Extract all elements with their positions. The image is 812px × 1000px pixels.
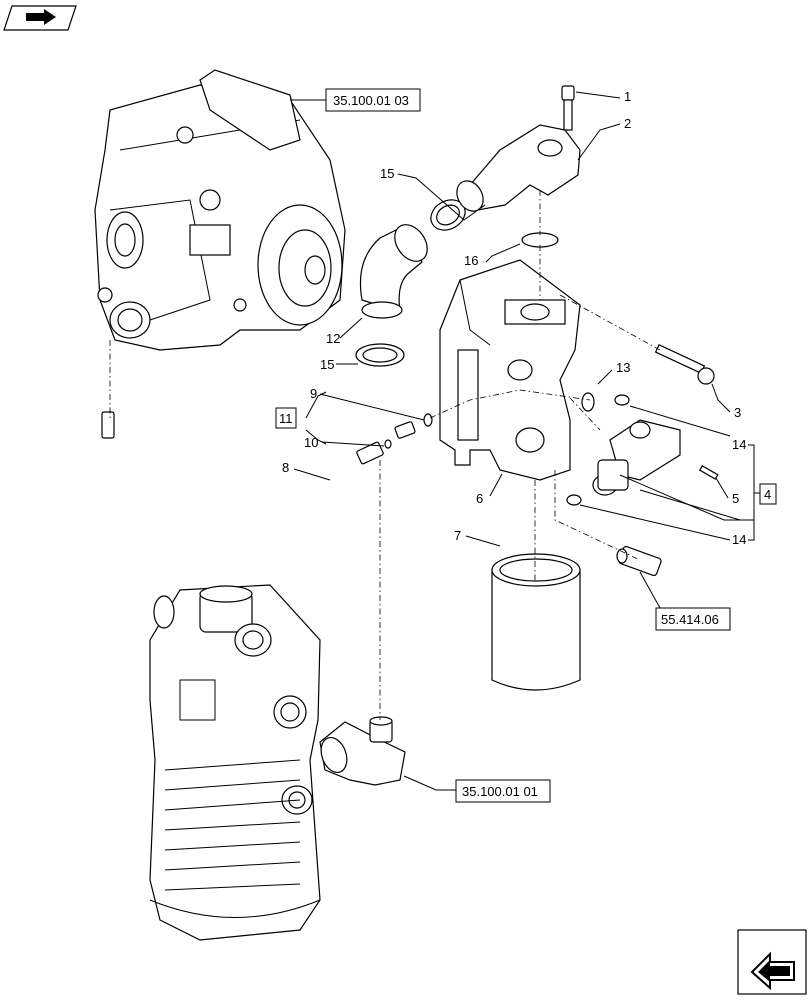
sensor-reference[interactable]: 55.414.06: [655, 607, 731, 631]
hydraulic-pump: [94, 69, 346, 351]
screw: [698, 464, 719, 480]
pipe-assembly: [101, 411, 384, 553]
housing-reference-label: 35.100.01 01: [462, 784, 538, 799]
callout-labels: 1 2 3 5 6 7 8 9 10 12 13 14 14 15 15 16 …: [275, 89, 777, 547]
callout-10: 10: [304, 435, 318, 450]
pump-reference[interactable]: 35.100.01 03: [325, 88, 421, 112]
filter-cartridge: [491, 553, 581, 691]
housing-fitting: [319, 716, 406, 786]
o-ring-13: [581, 392, 595, 412]
sensor-reference-label: 55.414.06: [661, 612, 719, 627]
callout-16: 16: [464, 253, 478, 268]
pressure-sensor: [616, 545, 662, 577]
adapter-fitting: [384, 413, 433, 449]
callout-11-box: [275, 407, 297, 429]
hose-elbow: [359, 224, 428, 319]
transmission-housing: [149, 584, 321, 941]
elbow-flange: [456, 124, 581, 212]
housing-reference[interactable]: 35.100.01 01: [455, 779, 551, 803]
navigation-arrow-icon[interactable]: [737, 929, 807, 995]
callout-13: 13: [616, 360, 630, 375]
assembly-centerlines: [109, 190, 661, 720]
valve-block: [592, 419, 681, 496]
callout-8: 8: [282, 460, 289, 475]
leader-lines: [290, 91, 760, 791]
callout-4: 4: [764, 487, 771, 502]
o-ring-14b: [566, 494, 582, 506]
callout-14-upper: 14: [732, 437, 746, 452]
callout-1: 1: [624, 89, 631, 104]
callout-3: 3: [734, 405, 741, 420]
filter-head: [439, 259, 581, 481]
callout-12: 12: [326, 331, 340, 346]
callout-5: 5: [732, 491, 739, 506]
hose-clamp-lower: [355, 343, 405, 367]
long-bolt: [654, 344, 715, 385]
pump-reference-label: 35.100.01 03: [333, 93, 409, 108]
callout-9: 9: [310, 386, 317, 401]
bolt: [561, 85, 575, 131]
callout-6: 6: [476, 491, 483, 506]
view-direction-icon[interactable]: [3, 5, 77, 31]
callout-7: 7: [454, 528, 461, 543]
o-ring-14a: [614, 394, 630, 406]
callout-4-box: [759, 483, 777, 505]
hose-clamp-upper: [430, 199, 466, 231]
callout-15-upper: 15: [380, 166, 394, 181]
callout-14-lower: 14: [732, 532, 746, 547]
o-ring-upper: [521, 232, 559, 248]
callout-2: 2: [624, 116, 631, 131]
callout-11: 11: [279, 411, 293, 426]
callout-15-lower: 15: [320, 357, 334, 372]
